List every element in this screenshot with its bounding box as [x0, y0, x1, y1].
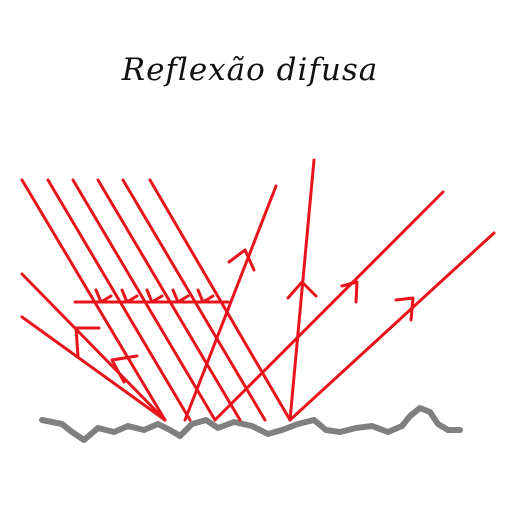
reflected-arrows [74, 248, 415, 384]
incident-ray-6 [148, 178, 292, 422]
arrow-1 [94, 288, 113, 304]
arrow-2 [120, 288, 139, 304]
reflected-ray-left-1 [20, 272, 167, 422]
arrow-left-2 [110, 354, 139, 384]
arrow-right-2 [394, 296, 415, 322]
rough-surface [39, 405, 463, 443]
arrow-up-2 [286, 280, 318, 300]
incident-ray-1 [20, 178, 167, 422]
incident-ray-2 [46, 178, 192, 422]
incident-ray-5 [121, 178, 267, 422]
arrow-up-1 [227, 248, 256, 272]
incident-ray-3 [71, 178, 217, 422]
diagram-title: Reflexão difusa [121, 52, 379, 88]
arrow-5 [196, 288, 215, 304]
arrow-3 [145, 288, 164, 304]
reflected-ray-right-2 [288, 231, 496, 422]
arrow-4 [171, 288, 190, 304]
incident-ray-4 [96, 178, 242, 422]
arrow-right-1 [340, 280, 359, 304]
reflected-rays [20, 158, 496, 422]
reflected-ray-left-2 [20, 315, 167, 422]
incident-rays [20, 178, 292, 422]
reflected-ray-up-1 [183, 184, 278, 422]
incident-arrows [73, 288, 230, 304]
arrow-left-1 [74, 326, 101, 358]
reflected-ray-up-2 [288, 158, 316, 422]
reflected-ray-right-1 [213, 190, 445, 422]
